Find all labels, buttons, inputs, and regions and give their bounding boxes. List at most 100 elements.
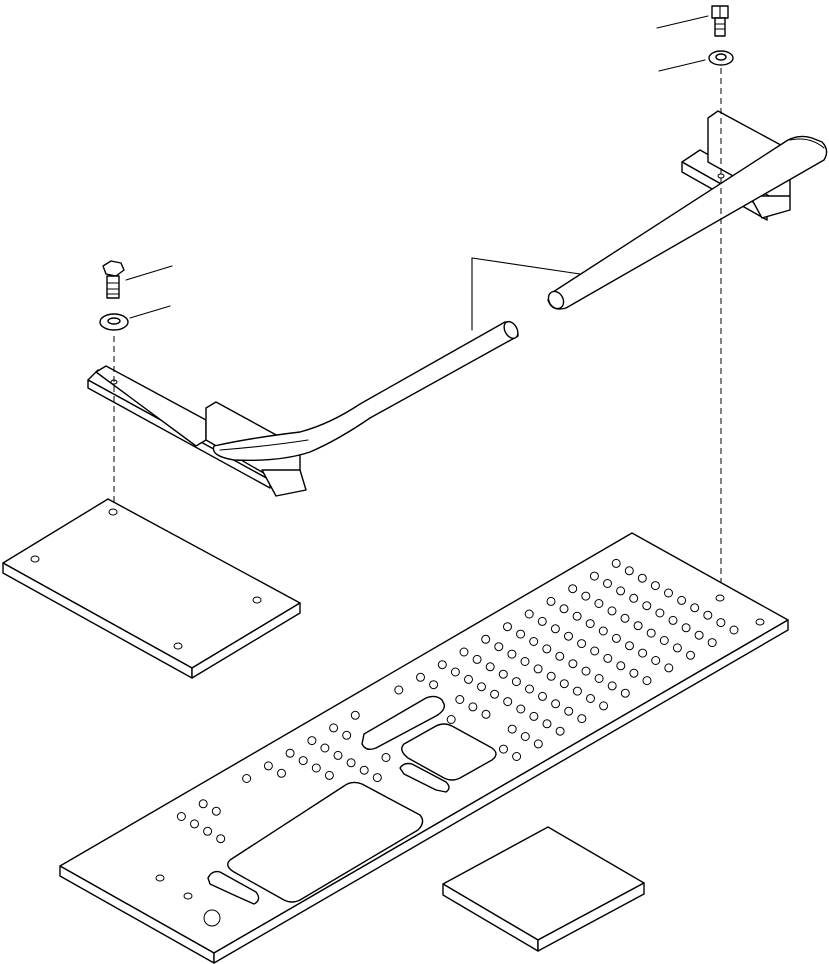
perforation-hole bbox=[211, 806, 221, 816]
perforation-hole bbox=[599, 701, 609, 711]
perforation-hole bbox=[651, 656, 661, 665]
perforation-hole bbox=[585, 619, 595, 629]
perforation-hole bbox=[311, 763, 321, 773]
perforation-holes bbox=[155, 558, 765, 900]
perforation-hole bbox=[520, 657, 530, 666]
perforation-hole bbox=[416, 672, 425, 682]
perforation-hole bbox=[499, 744, 508, 754]
perforation-hole bbox=[707, 638, 717, 648]
perforation-hole bbox=[594, 674, 604, 683]
perforation-hole bbox=[190, 819, 199, 829]
perforation-hole bbox=[203, 826, 213, 836]
perforation-hole bbox=[429, 680, 439, 690]
perforation-hole bbox=[464, 674, 473, 684]
perforation-hole bbox=[481, 634, 491, 644]
perforation-hole bbox=[659, 636, 669, 645]
perforation-hole bbox=[664, 663, 674, 673]
perforation-hole bbox=[642, 676, 652, 686]
handrail-right bbox=[547, 135, 828, 310]
perforation-hole bbox=[533, 664, 543, 674]
perforation-hole bbox=[459, 647, 469, 657]
perforation-hole bbox=[581, 666, 591, 676]
bolt-hole bbox=[715, 594, 725, 602]
bolt-hole bbox=[183, 892, 193, 900]
perforation-hole bbox=[176, 812, 186, 821]
perforation-hole bbox=[472, 654, 482, 664]
rect-opening bbox=[401, 723, 497, 781]
perforation-hole bbox=[624, 566, 634, 576]
perforation-hole bbox=[507, 724, 517, 734]
perforation-hole bbox=[690, 603, 700, 613]
perforation-hole bbox=[307, 736, 317, 746]
perforation-hole bbox=[550, 624, 560, 634]
perforation-hole bbox=[564, 631, 573, 641]
left-bracket bbox=[87, 365, 307, 497]
handrail-left bbox=[212, 320, 519, 461]
perforation-hole bbox=[490, 689, 500, 699]
perforation-hole bbox=[511, 677, 521, 687]
perforation-hole bbox=[611, 558, 621, 568]
perforation-hole bbox=[607, 606, 617, 616]
perforation-hole bbox=[729, 625, 739, 635]
perforation-hole bbox=[520, 732, 530, 741]
perforation-hole bbox=[263, 761, 273, 771]
bolt-hole bbox=[155, 874, 165, 882]
perforation-hole bbox=[633, 621, 643, 631]
perforation-hole bbox=[555, 726, 565, 736]
leader-bolt-left bbox=[125, 265, 173, 281]
perforation-hole bbox=[611, 633, 621, 643]
perforation-hole bbox=[498, 669, 508, 679]
perforation-hole bbox=[485, 662, 495, 672]
perforation-hole bbox=[694, 630, 704, 640]
bolt-right bbox=[711, 5, 729, 37]
perforation-hole bbox=[677, 595, 687, 605]
perforation-hole bbox=[616, 661, 626, 671]
perforation-hole bbox=[277, 768, 286, 778]
perforation-hole bbox=[637, 573, 647, 583]
perforation-hole bbox=[716, 618, 726, 628]
perforation-hole bbox=[542, 644, 552, 654]
perforation-hole bbox=[686, 650, 695, 660]
perforation-hole bbox=[642, 601, 652, 611]
perforation-hole bbox=[603, 653, 613, 663]
perforation-hole bbox=[455, 695, 465, 704]
perforation-hole bbox=[625, 641, 634, 651]
perforation-hole bbox=[559, 604, 569, 614]
perforation-hole bbox=[529, 637, 539, 646]
perforation-hole bbox=[546, 596, 556, 606]
perforation-hole bbox=[477, 682, 486, 692]
perforation-hole bbox=[468, 702, 478, 712]
perforation-hole bbox=[333, 750, 343, 760]
perforation-hole bbox=[638, 648, 648, 658]
perforation-hole bbox=[681, 623, 691, 633]
slot-opening-mid bbox=[399, 762, 450, 793]
perforation-hole bbox=[503, 697, 513, 707]
perforation-hole bbox=[320, 743, 330, 753]
perforation-hole bbox=[437, 660, 447, 670]
perforation-hole bbox=[450, 667, 460, 677]
perforation-hole bbox=[650, 581, 660, 591]
perforation-hole bbox=[298, 756, 308, 766]
perforation-hole bbox=[616, 586, 626, 596]
perforation-hole bbox=[516, 704, 526, 714]
perforation-hole bbox=[481, 709, 491, 719]
perforation-hole bbox=[525, 684, 534, 694]
perforation-hole bbox=[594, 599, 604, 608]
bolt-hole bbox=[755, 618, 765, 626]
perforation-hole bbox=[394, 685, 404, 695]
perforation-hole bbox=[381, 753, 391, 762]
perforation-hole bbox=[629, 668, 639, 678]
step-plate bbox=[59, 532, 789, 964]
perforation-hole bbox=[590, 646, 600, 656]
perforation-hole bbox=[538, 691, 547, 701]
round-hole bbox=[203, 909, 221, 927]
slot-opening-small bbox=[207, 870, 260, 905]
washer-right bbox=[708, 50, 734, 66]
perforation-hole bbox=[242, 774, 252, 783]
perforation-hole bbox=[589, 571, 599, 581]
perforation-hole bbox=[703, 610, 713, 620]
perforation-hole bbox=[664, 588, 673, 598]
perforation-hole bbox=[581, 591, 591, 601]
perforation-hole bbox=[507, 649, 517, 659]
perforation-hole bbox=[446, 715, 456, 724]
